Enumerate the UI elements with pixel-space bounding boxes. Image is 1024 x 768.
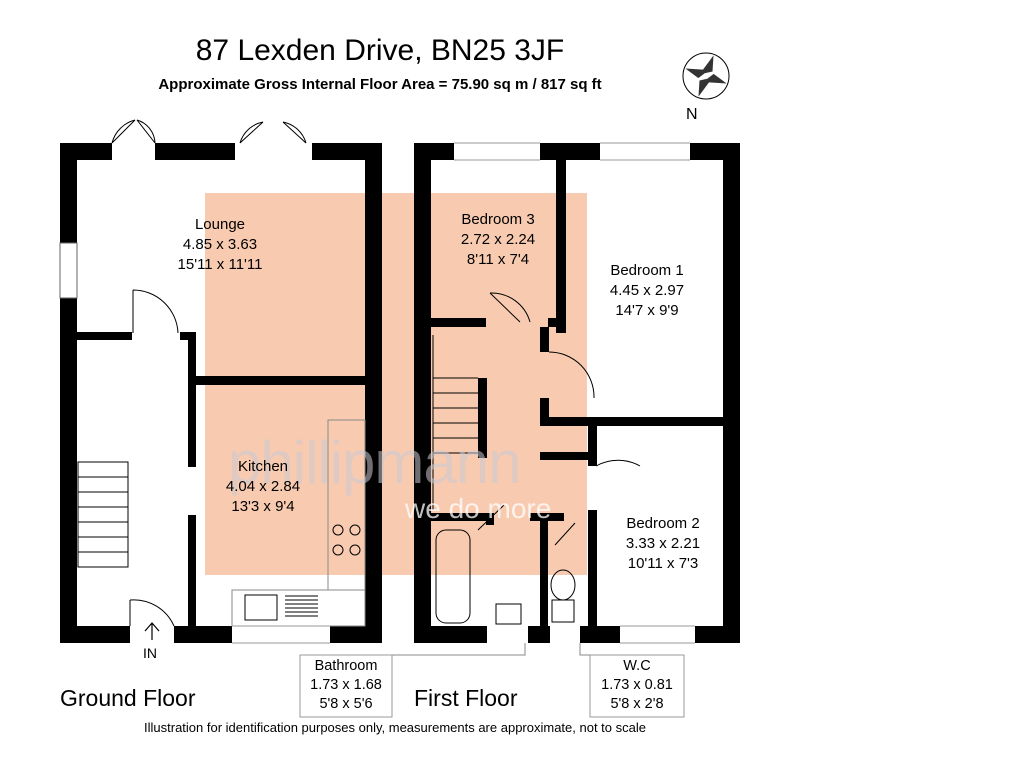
ground-floor-label: Ground Floor <box>60 685 196 711</box>
entrance-arrow-icon <box>144 622 160 640</box>
first-floor-walls <box>414 143 740 643</box>
bathroom-callout-box <box>299 654 393 718</box>
room-name: Bedroom 3 <box>461 211 535 228</box>
entrance-label: IN <box>143 645 157 661</box>
room-metric: 4.45 x 2.97 <box>609 282 685 299</box>
room-metric: 2.72 x 2.24 <box>460 231 536 248</box>
room-kitchen: Kitchen 4.04 x 2.84 13'3 x 9'4 <box>213 457 313 517</box>
room-metric: 4.85 x 3.63 <box>182 236 258 253</box>
room-metric: 1.73 x 1.68 <box>310 677 382 693</box>
room-metric: 1.73 x 0.81 <box>601 677 673 693</box>
room-bedroom-3: Bedroom 3 2.72 x 2.24 8'11 x 7'4 <box>448 210 548 270</box>
room-name: Bathroom <box>314 658 378 674</box>
room-name: Lounge <box>194 216 246 233</box>
room-name: Bedroom 1 <box>610 262 684 279</box>
room-metric: 3.33 x 2.21 <box>625 535 701 552</box>
ground-floor-walls <box>60 143 382 643</box>
disclaimer: Illustration for identification purposes… <box>144 720 646 735</box>
floor-area-subtitle: Approximate Gross Internal Floor Area = … <box>158 76 602 93</box>
room-lounge: Lounge 4.85 x 3.63 15'11 x 11'11 <box>160 215 280 275</box>
compass-rose-icon <box>682 52 730 100</box>
room-name: W.C <box>623 658 651 674</box>
room-name: Kitchen <box>237 458 289 475</box>
room-wc: W.C 1.73 x 0.81 5'8 x 2'8 <box>590 657 684 714</box>
room-bathroom: Bathroom 1.73 x 1.68 5'8 x 5'6 <box>300 657 392 714</box>
room-imperial: 14'7 x 9'9 <box>615 302 679 319</box>
wc-callout-box <box>589 654 685 718</box>
room-imperial: 5'8 x 2'8 <box>610 696 664 712</box>
room-imperial: 15'11 x 11'11 <box>177 256 263 273</box>
room-imperial: 13'3 x 9'4 <box>231 498 295 515</box>
page-title: 87 Lexden Drive, BN25 3JF <box>195 34 565 67</box>
room-imperial: 10'11 x 7'3 <box>627 555 699 572</box>
room-name: Bedroom 2 <box>626 515 700 532</box>
room-bedroom-1: Bedroom 1 4.45 x 2.97 14'7 x 9'9 <box>592 261 702 321</box>
room-metric: 4.04 x 2.84 <box>225 478 301 495</box>
room-bedroom-2: Bedroom 2 3.33 x 2.21 10'11 x 7'3 <box>608 514 718 574</box>
fixtures <box>59 119 695 656</box>
watermark-brand: phillipmann <box>228 429 522 496</box>
watermark-tagline: we do more <box>405 493 552 524</box>
room-imperial: 8'11 x 7'4 <box>466 251 530 268</box>
room-imperial: 5'8 x 5'6 <box>319 696 373 712</box>
first-floor-label: First Floor <box>414 685 518 711</box>
north-label: N <box>686 106 698 123</box>
